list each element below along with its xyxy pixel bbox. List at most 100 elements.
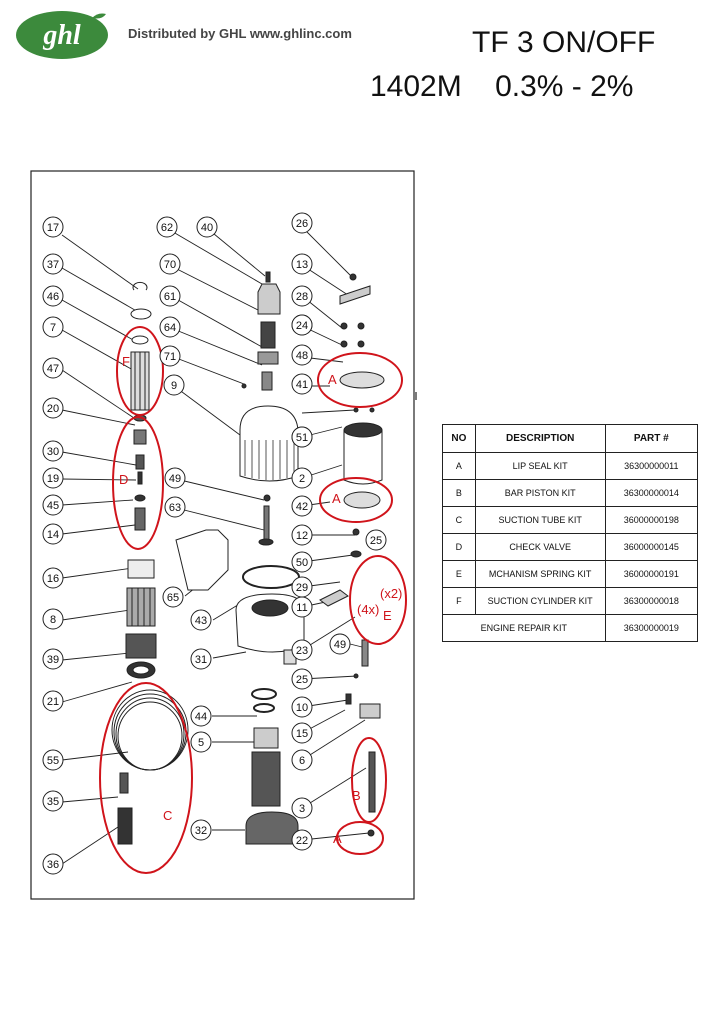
callout-circle [329,633,351,655]
callout-number: 21 [47,696,59,708]
callout-number: 71 [164,351,176,363]
callout-circle [291,639,313,661]
callout-number: 23 [296,645,308,657]
ghl-logo: ghl [16,11,108,59]
row-part: 36300000014 [604,479,699,507]
callout-circle [42,216,64,238]
row-part: 36000000191 [604,560,699,588]
callout-circle [164,496,186,518]
callout-number: 37 [47,259,59,271]
row-no: C [442,506,476,534]
callout-circle [162,586,184,608]
callout-number: 6 [299,755,305,767]
callout-number: 9 [171,380,177,392]
part-drawings [111,271,385,845]
callout-circle [42,749,64,771]
group-a-outline-mid [319,477,393,523]
callout-circle [196,216,218,238]
group-d-outline [112,416,164,550]
callout-circle [291,722,313,744]
callout-circle [291,596,313,618]
callout-circle [42,567,64,589]
diagram-frame [30,170,415,900]
callout-circle [291,829,313,851]
callout-number: 3 [299,803,305,815]
callout-circle [164,467,186,489]
callout-number: 20 [47,403,59,415]
callout-number: 45 [47,500,59,512]
callout-circle [291,373,313,395]
callout-circle [291,696,313,718]
row-description: CHECK VALVE [474,533,606,561]
callout-number: 12 [296,530,308,542]
row-description: LIP SEAL KIT [474,452,606,480]
callout-circle [291,314,313,336]
group-a-outline-top [317,352,403,408]
callout-number: 2 [299,473,305,485]
group-f-outline [116,326,164,416]
row-no: A [442,452,476,480]
table-row-engine-kit: ENGINE REPAIR KIT 36300000019 [442,614,699,642]
row-description: MCHANISM SPRING KIT [474,560,606,588]
callout-number: 25 [296,674,308,686]
group-label-e: E [383,608,392,623]
engine-kit-description: ENGINE REPAIR KIT [442,614,606,642]
table-row: F SUCTION CYLINDER KIT 36300000018 [442,587,699,615]
table-row: E MCHANISM SPRING KIT 36000000191 [442,560,699,588]
row-no: B [442,479,476,507]
model-subtitle: 1402M 0.3% - 2% [370,70,634,103]
table-row: B BAR PISTON KIT 36300000014 [442,479,699,507]
row-description: SUCTION TUBE KIT [474,506,606,534]
callout-number: 7 [50,322,56,334]
callout-circle [42,467,64,489]
callout-number: 35 [47,796,59,808]
callout-circle [42,253,64,275]
header-no: NO [442,424,476,453]
callout-number: 17 [47,222,59,234]
group-label-f: F [122,354,130,369]
callout-circle [42,523,64,545]
logo-text: ghl [42,20,81,51]
callout-circle [190,648,212,670]
callout-number: 10 [296,702,308,714]
callout-circle [156,216,178,238]
callout-number: 22 [296,835,308,847]
callout-number: 46 [47,291,59,303]
callout-number: 70 [164,259,176,271]
callout-number: 29 [296,582,308,594]
group-label-a-top: A [328,372,337,387]
callout-circle [291,426,313,448]
row-description: SUCTION CYLINDER KIT [474,587,606,615]
callout-circle [159,285,181,307]
callout-circle [291,551,313,573]
callout-circle [291,253,313,275]
group-a-outline-bottom [336,821,384,855]
callout-circle [190,609,212,631]
callout-circle [42,608,64,630]
callout-number: 44 [195,711,207,723]
callout-circle [291,749,313,771]
group-label-a-bottom: A [333,831,342,846]
group-label-d: D [119,472,128,487]
callout-circle [42,494,64,516]
callout-circle [42,690,64,712]
callout-number: 63 [169,502,181,514]
distributor-text: Distributed by GHL www.ghlinc.com [128,26,352,41]
group-label-x4: (4x) [357,602,379,617]
callout-number: 47 [47,363,59,375]
callout-number: 32 [195,825,207,837]
callout-circle [163,374,185,396]
group-b-outline [351,737,387,823]
callout-circle [42,397,64,419]
callout-number: 11 [296,602,307,614]
header-part: PART # [604,424,699,453]
callout-number: 8 [50,614,56,626]
row-part: 36300000018 [604,587,699,615]
callout-circle [42,357,64,379]
callout-circle [291,467,313,489]
callout-circle [42,790,64,812]
callout-number: 5 [198,737,204,749]
callout-number: 36 [47,859,59,871]
callout-number: 42 [296,501,308,513]
